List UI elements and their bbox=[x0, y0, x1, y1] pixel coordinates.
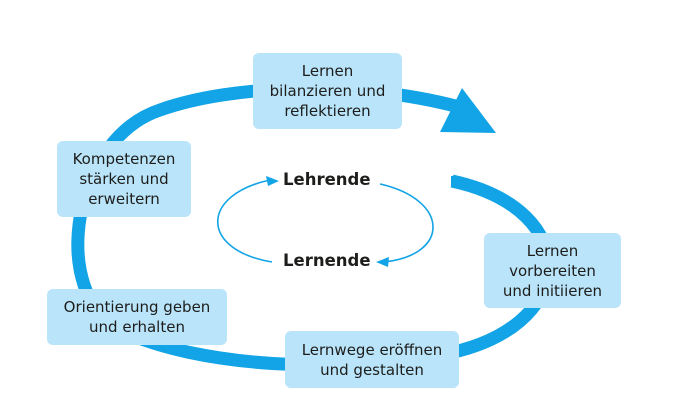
step-text-kompetenzen: Kompetenzen stärken und erweitern bbox=[73, 149, 176, 209]
step-text-orientierung: Orientierung geben und erhalten bbox=[64, 297, 211, 337]
step-line: Orientierung geben bbox=[63, 298, 211, 316]
step-line: Lernwege eröffnen bbox=[301, 340, 443, 359]
step-line: Kompetenzen bbox=[72, 150, 176, 168]
inner-ring-left-arc bbox=[217, 179, 273, 263]
center-label-lehrende: Lehrende bbox=[283, 170, 371, 189]
step-box-lernwege: Lernwege eröffnen und gestalten bbox=[285, 331, 459, 388]
step-box-bilanzieren: Lernen bilanzieren und reflektieren bbox=[253, 53, 402, 129]
step-line: und erhalten bbox=[89, 318, 185, 336]
inner-ring-right-arrowhead bbox=[376, 257, 389, 267]
step-line: Lernen bbox=[526, 241, 579, 260]
step-line: vorbereiten bbox=[509, 261, 596, 280]
step-line: Lernen bbox=[301, 62, 354, 80]
step-line: und gestalten bbox=[320, 360, 424, 379]
step-line: erweitern bbox=[88, 190, 160, 208]
step-line: stärken und bbox=[79, 170, 169, 188]
step-line: und initiieren bbox=[502, 281, 603, 300]
outer-cycle-arrowhead bbox=[440, 88, 496, 133]
step-line: bilanzieren und bbox=[269, 82, 386, 100]
step-box-orientierung: Orientierung geben und erhalten bbox=[47, 289, 227, 345]
step-text-vorbereiten: Lernen vorbereiten und initiieren bbox=[503, 241, 602, 301]
step-box-kompetenzen: Kompetenzen stärken und erweitern bbox=[57, 141, 191, 217]
inner-ring-left-arrowhead bbox=[266, 176, 279, 186]
step-box-vorbereiten: Lernen vorbereiten und initiieren bbox=[484, 233, 621, 308]
inner-ring-right-arc bbox=[379, 183, 434, 263]
center-label-lernende: Lernende bbox=[283, 251, 371, 270]
step-line: reflektieren bbox=[284, 102, 371, 120]
step-text-bilanzieren: Lernen bilanzieren und reflektieren bbox=[270, 61, 386, 121]
step-text-lernwege: Lernwege eröffnen und gestalten bbox=[302, 340, 443, 380]
